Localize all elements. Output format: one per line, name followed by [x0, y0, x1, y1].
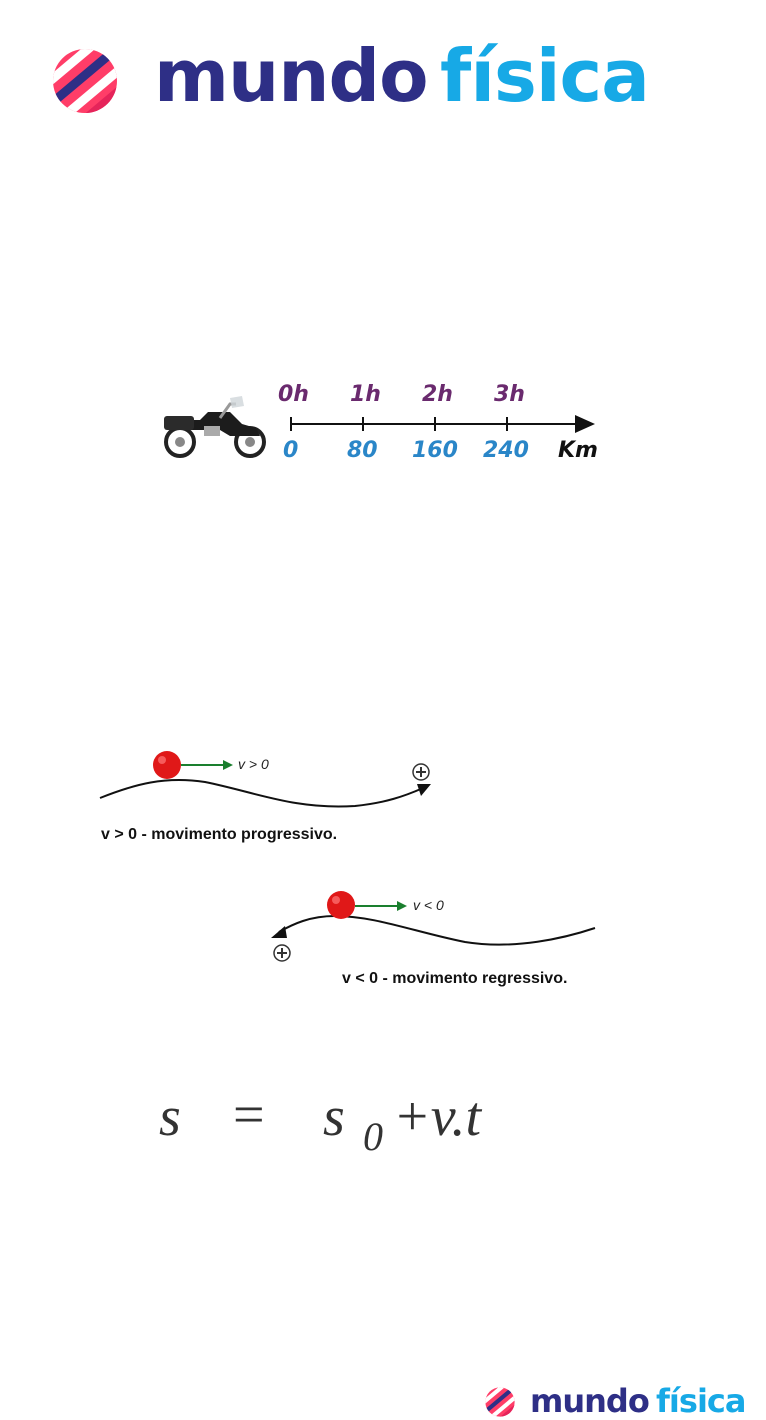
- time-tick-label: 3h: [494, 382, 525, 407]
- position-tick-label: 80: [347, 438, 378, 463]
- motion-timeline-diagram: 0h 1h 2h 3h 0 80 160 240 Km: [160, 380, 620, 480]
- formula-rest: +v.t: [393, 1085, 481, 1149]
- position-tick-label: 160: [412, 438, 458, 463]
- formula-lhs: s: [159, 1085, 181, 1149]
- progressive-path: [95, 740, 455, 820]
- position-tick-label: 0: [283, 438, 298, 463]
- regressive-motion-diagram: v < 0 v < 0 - movimento regressivo.: [265, 880, 615, 990]
- time-tick-label: 0h: [278, 382, 309, 407]
- velocity-label: v < 0: [413, 897, 444, 913]
- regressive-path: [265, 880, 615, 965]
- brand-footer: mundo física: [484, 1384, 764, 1420]
- time-tick-label: 2h: [422, 382, 453, 407]
- formula-s: s: [323, 1085, 345, 1149]
- position-formula: s = s 0 +v.t: [155, 1085, 575, 1175]
- brand-word-fisica: física: [440, 34, 649, 118]
- formula-equals: =: [233, 1083, 265, 1147]
- motorcycle-icon: [160, 390, 270, 460]
- unit-label: Km: [558, 438, 598, 463]
- regressive-caption: v < 0 - movimento regressivo.: [342, 970, 567, 988]
- brand-word-mundo: mundo: [530, 1382, 649, 1420]
- time-tick-label: 1h: [350, 382, 381, 407]
- brand-logo-icon: [50, 46, 120, 116]
- progressive-motion-diagram: v > 0 v > 0 - movimento progressivo.: [95, 740, 455, 850]
- velocity-label: v > 0: [238, 756, 269, 772]
- brand-word-mundo: mundo: [154, 34, 428, 118]
- formula-subscript: 0: [363, 1113, 383, 1160]
- brand-header: mundo física: [50, 38, 670, 118]
- timeline-axis: [285, 410, 615, 440]
- progressive-caption: v > 0 - movimento progressivo.: [101, 826, 337, 844]
- position-tick-label: 240: [483, 438, 529, 463]
- brand-logo-icon: [484, 1386, 516, 1418]
- brand-word-fisica: física: [656, 1382, 745, 1420]
